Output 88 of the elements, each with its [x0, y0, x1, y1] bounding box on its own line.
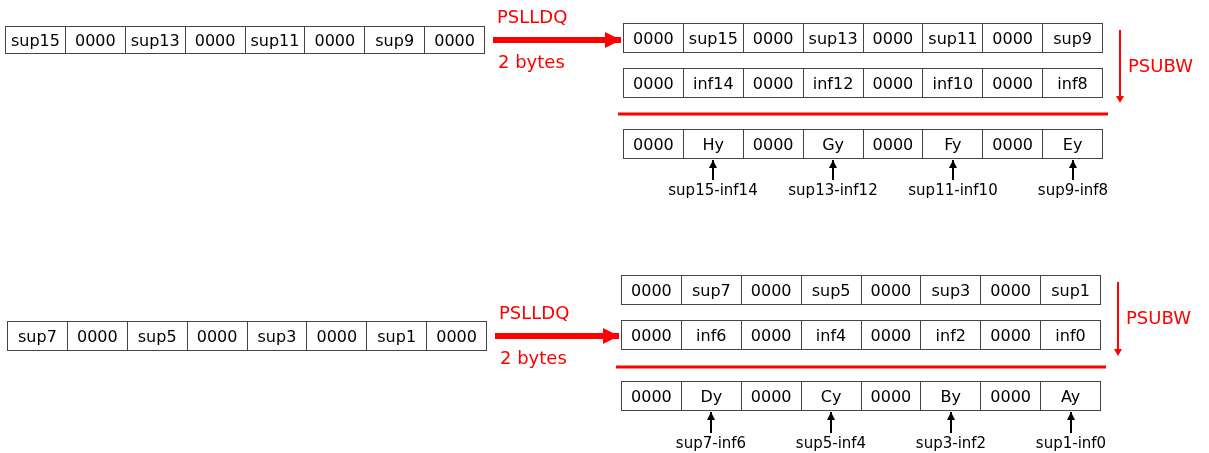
register-cell: sup3 — [246, 322, 307, 350]
register-cell: sup7 — [680, 276, 741, 304]
register-cell: 0000 — [860, 276, 921, 304]
register-cell: sup9 — [1042, 24, 1102, 52]
register-cell: 0000 — [982, 24, 1043, 52]
leader-line — [949, 159, 957, 181]
register-cell: 0000 — [980, 276, 1041, 304]
register-cell: Ey — [1042, 130, 1102, 158]
register-cell: inf2 — [920, 321, 981, 349]
register-cell: 0000 — [304, 27, 365, 53]
register-cell: sup13 — [802, 24, 863, 52]
register-cell: sup9 — [364, 27, 425, 53]
register — [623, 23, 1103, 53]
register-cell: 0000 — [186, 322, 247, 350]
register-cell: 0000 — [742, 69, 803, 97]
leader-line — [1067, 411, 1075, 434]
edge-label: PSLLDQ — [497, 6, 568, 28]
register-cell: inf6 — [680, 321, 741, 349]
register-cell: 0000 — [424, 27, 484, 53]
register-cell: sup1 — [1040, 276, 1100, 304]
register-cell: 0000 — [426, 322, 486, 350]
register-cell: 0000 — [860, 321, 921, 349]
register-cell: sup11 — [922, 24, 983, 52]
register-cell: inf0 — [1040, 321, 1100, 349]
register — [7, 321, 487, 351]
leader-line — [709, 159, 717, 181]
register-cell: sup11 — [244, 27, 305, 53]
register — [623, 129, 1103, 159]
register-cell: 0000 — [66, 322, 127, 350]
register-cell: Dy — [680, 382, 741, 410]
register — [5, 26, 485, 54]
register-cell: sup5 — [126, 322, 187, 350]
register-cell: By — [920, 382, 981, 410]
register-cell: inf10 — [922, 69, 983, 97]
register — [623, 68, 1103, 98]
register-cell: 0000 — [622, 276, 681, 304]
register-cell: 0000 — [862, 130, 923, 158]
register-cell: 0000 — [982, 130, 1043, 158]
register-cell: 0000 — [64, 27, 125, 53]
register-cell: 0000 — [860, 382, 921, 410]
register-cell: 0000 — [742, 130, 803, 158]
register-cell: Hy — [682, 130, 743, 158]
register-cell: 0000 — [862, 24, 923, 52]
arrow — [495, 328, 619, 344]
register — [621, 381, 1101, 411]
register — [621, 275, 1101, 305]
register-cell: 0000 — [862, 69, 923, 97]
register-cell: 0000 — [980, 382, 1041, 410]
leader-line — [827, 411, 835, 434]
register-cell: sup13 — [124, 27, 185, 53]
shift-amount-label: 2 bytes — [500, 347, 567, 369]
register-cell: inf14 — [682, 69, 743, 97]
register-cell: 0000 — [622, 321, 681, 349]
leader-line — [947, 411, 955, 434]
register-cell: sup3 — [920, 276, 981, 304]
register-cell: Ay — [1040, 382, 1100, 410]
register-cell: Gy — [802, 130, 863, 158]
register-cell: inf4 — [800, 321, 861, 349]
register-cell: 0000 — [740, 321, 801, 349]
leader-line — [829, 159, 837, 181]
register-cell: 0000 — [624, 130, 683, 158]
leader-line — [1069, 159, 1077, 181]
register-cell: 0000 — [306, 322, 367, 350]
register-cell: sup7 — [8, 322, 67, 350]
register-cell: 0000 — [742, 24, 803, 52]
register — [621, 320, 1101, 350]
register-cell: sup15 — [682, 24, 743, 52]
register-cell: 0000 — [624, 24, 683, 52]
operation-label: PSUBW — [1128, 54, 1193, 77]
register-cell: sup5 — [800, 276, 861, 304]
operation-label: PSUBW — [1126, 307, 1191, 329]
shift-amount-label: 2 bytes — [498, 51, 565, 73]
register-cell: 0000 — [740, 276, 801, 304]
edge-label: PSLLDQ — [499, 302, 570, 324]
register-cell: 0000 — [184, 27, 245, 53]
register-cell: inf12 — [802, 69, 863, 97]
register-cell: 0000 — [980, 321, 1041, 349]
leader-line — [707, 411, 715, 434]
register-cell: sup1 — [366, 322, 427, 350]
register-cell: Cy — [800, 382, 861, 410]
register-cell: sup15 — [6, 27, 65, 53]
register-cell: 0000 — [982, 69, 1043, 97]
register-cell: 0000 — [624, 69, 683, 97]
register-cell: inf8 — [1042, 69, 1102, 97]
register-cell: 0000 — [622, 382, 681, 410]
register-cell: 0000 — [740, 382, 801, 410]
arrow — [493, 32, 621, 48]
register-cell: Fy — [922, 130, 983, 158]
